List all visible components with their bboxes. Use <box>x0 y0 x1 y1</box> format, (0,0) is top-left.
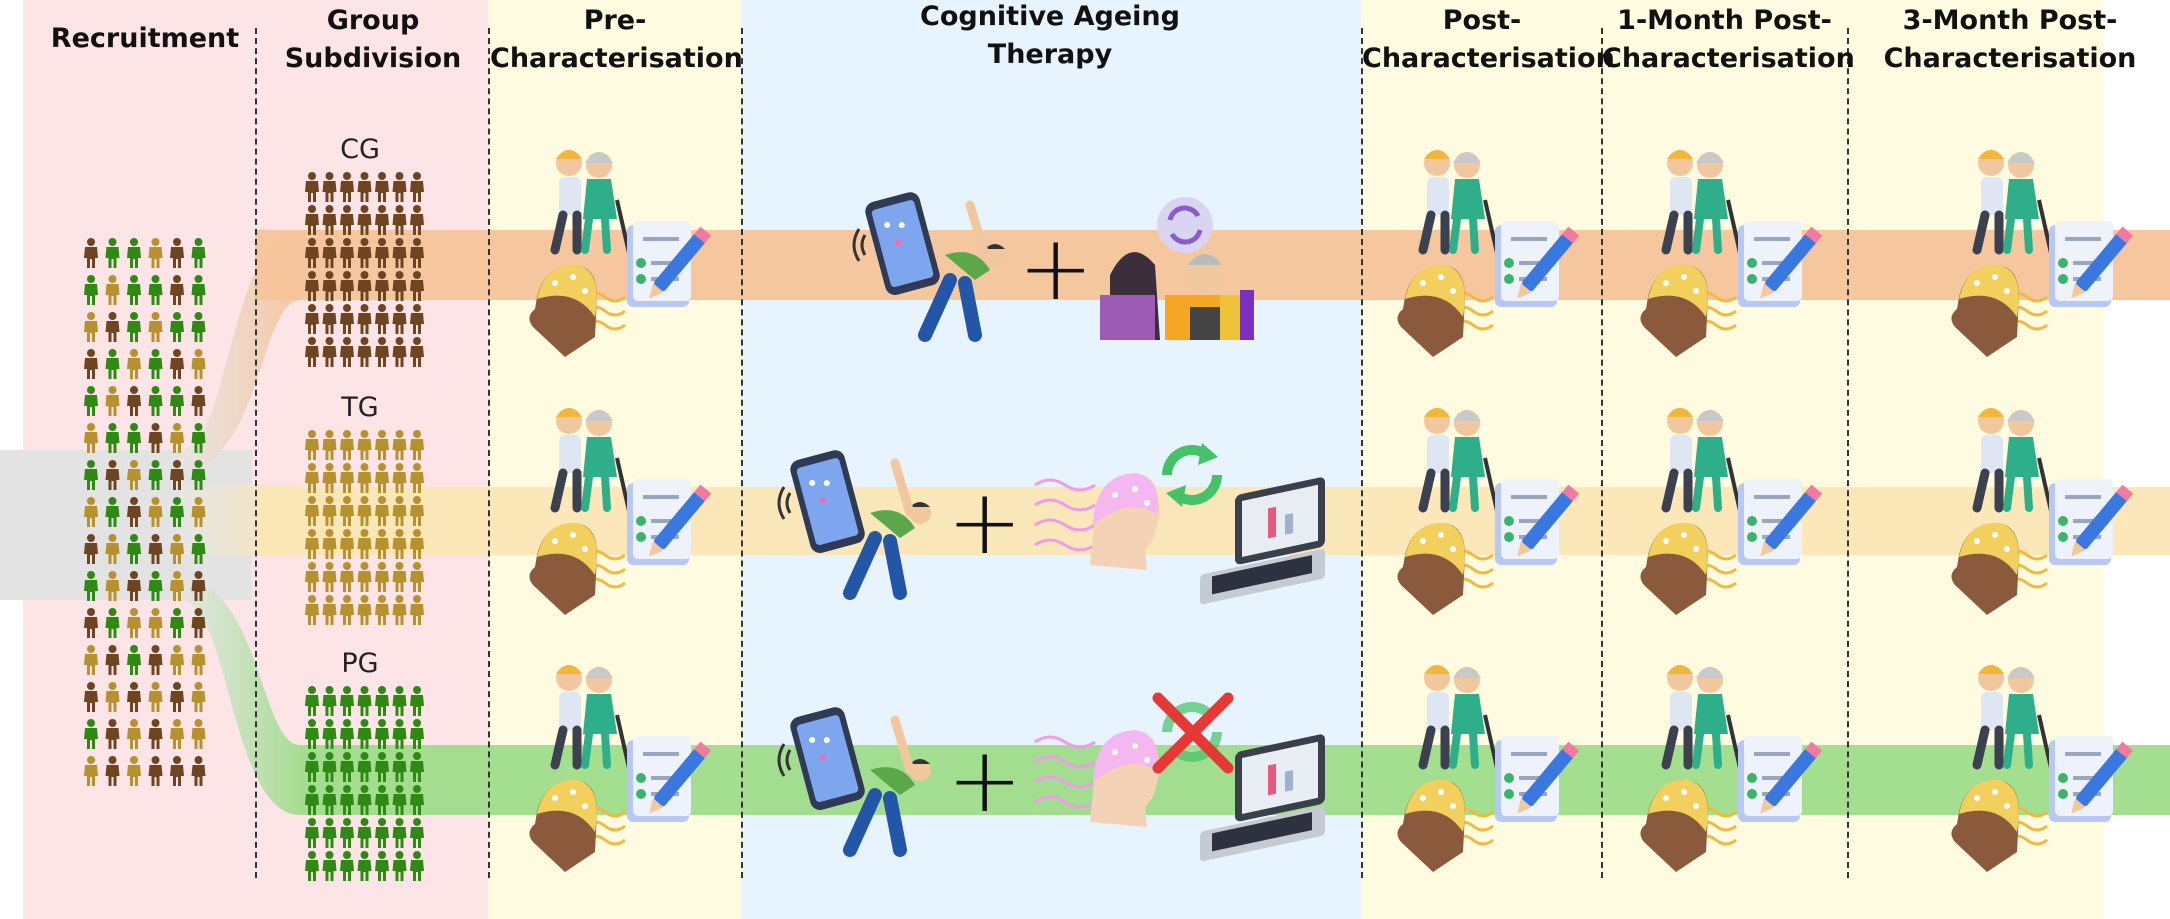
group-label-pg: PG <box>341 648 379 679</box>
header-recruitment: Recruitment <box>30 20 260 58</box>
refresh-cycle-icon <box>1162 702 1222 762</box>
checklist-pencil-icon <box>1495 736 1580 822</box>
checklist-pencil-icon <box>627 479 712 565</box>
caregiver-elder-icon <box>1418 408 1499 513</box>
header-pre-line2: Characterisation <box>490 43 743 74</box>
characterisation-icon-cluster <box>525 145 725 365</box>
caregiver-elder-icon <box>1972 150 2053 255</box>
eeg-head-icon <box>529 264 626 357</box>
header-therapy-line2: Therapy <box>987 39 1113 70</box>
header-1-month-line1: 1-Month Post- <box>1617 5 1832 36</box>
checklist-pencil-icon <box>1495 221 1580 307</box>
caregiver-elder-icon <box>1972 665 2053 770</box>
characterisation-icon-cluster <box>1393 660 1593 880</box>
plus-sign-tg: + <box>947 470 1023 575</box>
no-feedback-cross-icon <box>1152 692 1234 774</box>
checklist-pencil-icon <box>627 221 712 307</box>
header-group-subdivision-line1: Group <box>326 5 420 36</box>
header-pre-line1: Pre- <box>583 5 647 36</box>
refresh-cycle-icon <box>1162 443 1222 507</box>
header-3-month-post: 3-Month Post- Characterisation <box>1880 2 2140 78</box>
checklist-pencil-icon <box>1738 221 1823 307</box>
header-1-month-line2: Characterisation <box>1602 43 1855 74</box>
header-1-month-post: 1-Month Post- Characterisation <box>1602 2 1855 78</box>
group-label-tg: TG <box>341 392 379 423</box>
header-therapy-line1: Cognitive Ageing <box>920 1 1180 32</box>
caregiver-elder-icon <box>1661 408 1742 513</box>
characterisation-icon-cluster <box>1636 145 1836 365</box>
eeg-head-icon <box>1640 522 1737 615</box>
divider-6 <box>1847 28 1849 878</box>
characterisation-icon-cluster <box>1947 145 2147 365</box>
eeg-head-icon <box>529 522 626 615</box>
divider-5 <box>1601 28 1603 878</box>
characterisation-icon-cluster <box>1636 660 1836 880</box>
eeg-head-icon <box>1640 264 1737 357</box>
header-group-subdivision-line2: Subdivision <box>284 43 462 74</box>
header-3-month-line2: Characterisation <box>1883 43 2137 74</box>
checklist-pencil-icon <box>2049 736 2134 822</box>
caregiver-elder-icon <box>1661 665 1742 770</box>
divider-2 <box>488 28 490 878</box>
checklist-pencil-icon <box>2049 221 2134 307</box>
header-recruitment-text: Recruitment <box>50 23 240 54</box>
checklist-pencil-icon <box>1495 479 1580 565</box>
header-post-characterisation: Post- Characterisation <box>1362 2 1615 78</box>
caregiver-elder-icon <box>1418 665 1499 770</box>
header-therapy: Cognitive Ageing Therapy <box>850 0 1250 74</box>
laptop-icon <box>1200 734 1325 862</box>
header-pre-characterisation: Pre- Characterisation <box>490 2 743 78</box>
characterisation-icon-cluster <box>1393 403 1593 623</box>
phone-exercise-icon <box>777 707 931 857</box>
header-3-month-line1: 3-Month Post- <box>1902 5 2118 36</box>
caregiver-elder-icon <box>550 150 631 255</box>
eeg-head-icon <box>1397 779 1494 872</box>
eeg-head-icon <box>1951 264 2048 357</box>
checklist-pencil-icon <box>2049 479 2134 565</box>
eeg-head-icon <box>1640 779 1737 872</box>
characterisation-icon-cluster <box>1947 660 2147 880</box>
checklist-pencil-icon <box>1738 736 1823 822</box>
header-group-subdivision: Group Subdivision <box>258 2 488 78</box>
characterisation-icon-cluster <box>525 403 725 623</box>
phone-exercise-icon <box>852 192 1006 342</box>
group-label-cg: CG <box>340 134 380 165</box>
header-post-line2: Characterisation <box>1362 43 1615 74</box>
eeg-head-icon <box>529 779 626 872</box>
eeg-head-icon <box>1951 779 2048 872</box>
header-post-line1: Post- <box>1442 5 1522 36</box>
eeg-head-icon <box>1397 264 1494 357</box>
eeg-neurofeedback-icon <box>1034 473 1160 570</box>
pg-flow-branch <box>180 580 300 815</box>
divider-1 <box>255 28 257 878</box>
laptop-icon <box>1200 477 1325 605</box>
eeg-head-icon <box>1397 522 1494 615</box>
plus-sign-pg: + <box>947 728 1023 833</box>
characterisation-icon-cluster <box>525 660 725 880</box>
characterisation-icon-cluster <box>1636 403 1836 623</box>
checklist-pencil-icon <box>627 736 712 822</box>
eeg-head-icon <box>1951 522 2048 615</box>
social-interaction-icon <box>1100 197 1254 340</box>
characterisation-icon-cluster <box>1947 403 2147 623</box>
plus-sign-cg: + <box>1018 216 1094 321</box>
caregiver-elder-icon <box>1661 150 1742 255</box>
divider-3 <box>741 28 743 878</box>
divider-4 <box>1361 28 1363 878</box>
phone-exercise-icon <box>777 450 931 600</box>
eeg-neurofeedback-icon <box>1034 730 1160 827</box>
characterisation-icon-cluster <box>1393 145 1593 365</box>
checklist-pencil-icon <box>1738 479 1823 565</box>
